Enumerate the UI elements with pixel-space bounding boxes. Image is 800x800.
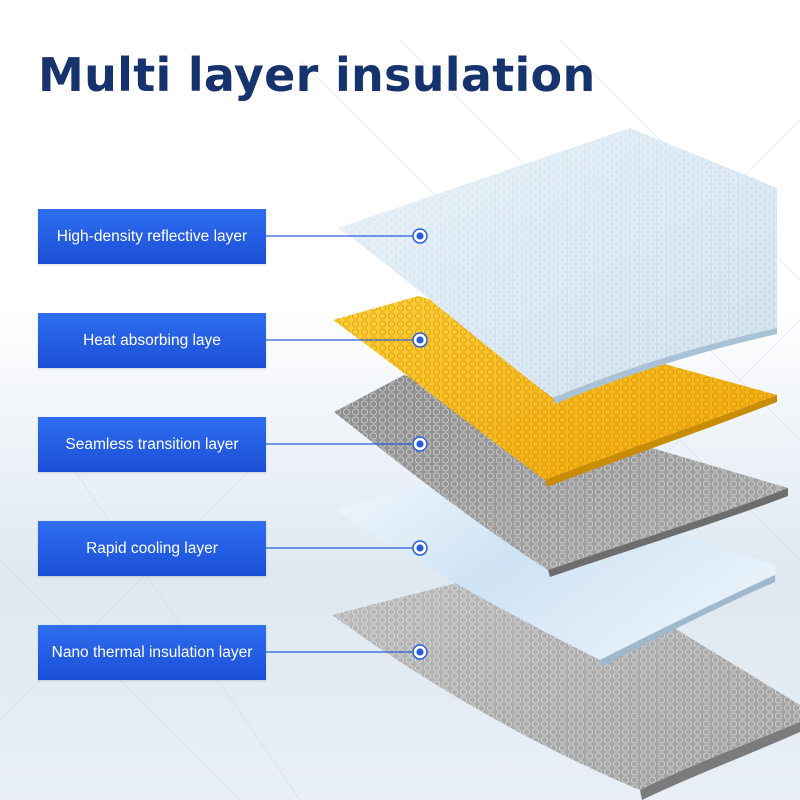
high-density-reflective-sheet (338, 128, 777, 404)
label-text: Nano thermal insulation layer (51, 643, 253, 661)
label-high-density-reflective-layer: High-density reflective layer (38, 209, 266, 264)
label-text: Rapid cooling layer (86, 539, 218, 557)
label-heat-absorbing-layer: Heat absorbing laye (38, 313, 266, 368)
label-text: Seamless transition layer (65, 435, 239, 453)
label-nano-thermal-insulation-layer: Nano thermal insulation layer (38, 625, 266, 680)
label-seamless-transition-layer: Seamless transition layer (38, 417, 266, 472)
label-text: Heat absorbing laye (83, 331, 221, 349)
marker-dot-1 (412, 228, 428, 244)
marker-dot-2 (412, 332, 428, 348)
marker-dot-3 (412, 436, 428, 452)
label-text: High-density reflective layer (56, 227, 248, 245)
label-rapid-cooling-layer: Rapid cooling layer (38, 521, 266, 576)
marker-dots (412, 228, 428, 660)
marker-dot-4 (412, 540, 428, 556)
page-title: Multi layer insulation (38, 48, 596, 102)
nano-thermal-insulation-sheet (332, 557, 800, 800)
marker-dot-5 (412, 644, 428, 660)
connector-lines (266, 235, 414, 653)
